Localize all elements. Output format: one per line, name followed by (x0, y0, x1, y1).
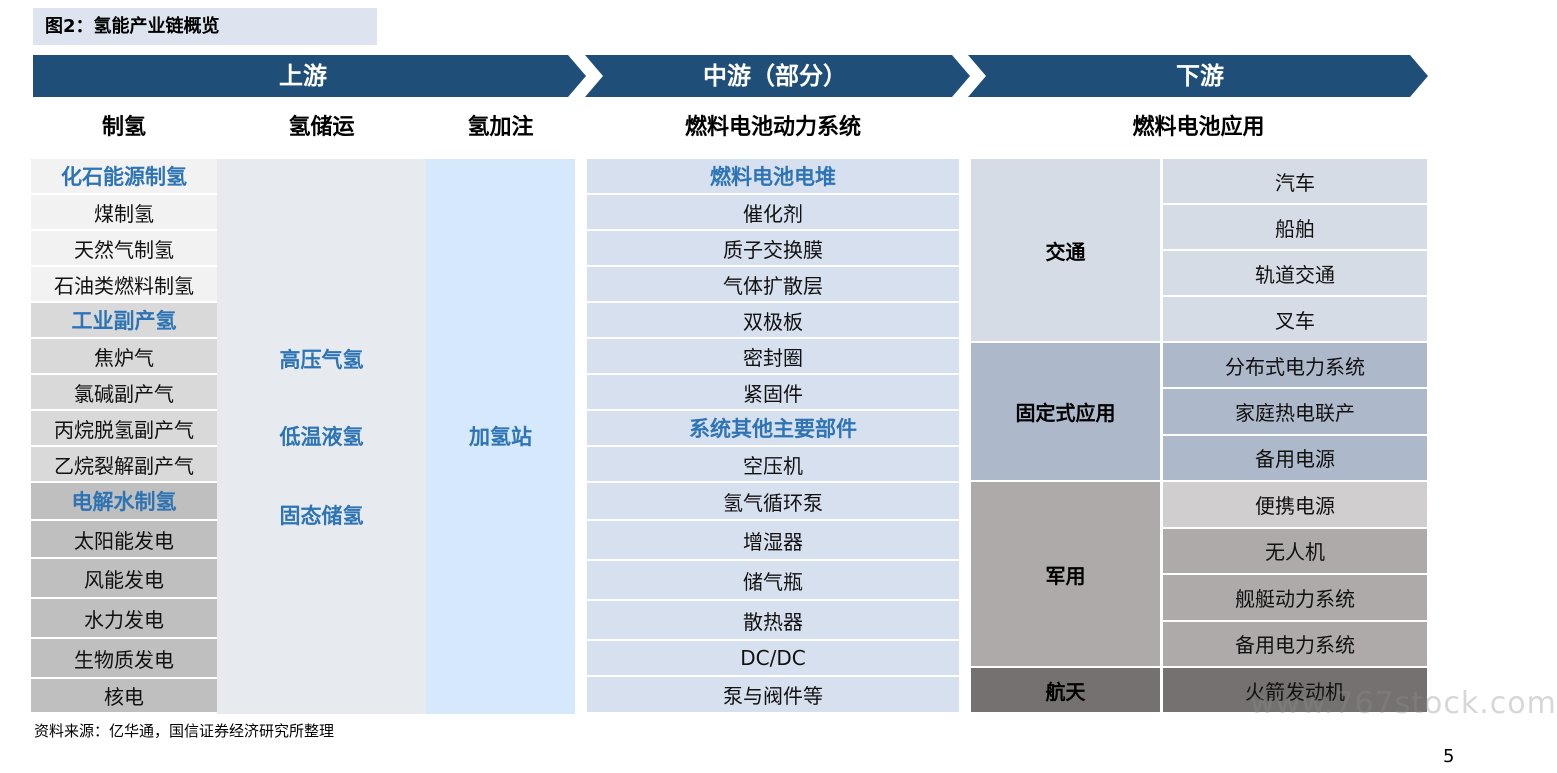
storage-item: 固态储氢 (279, 504, 364, 528)
application-category: 军用 (971, 482, 1160, 666)
storage-column: 高压气氢 低温液氢 固态储氢 (217, 159, 426, 714)
production-group: 化石能源制氢 (31, 159, 217, 193)
refueling-column: 加氢站 (426, 159, 575, 714)
chevron-bands (33, 55, 1428, 97)
fcs-item: 增湿器 (587, 521, 959, 559)
header-production: 制氢 (101, 115, 146, 140)
application-item: 分布式电力系统 (1163, 343, 1427, 388)
production-item: 水力发电 (31, 599, 217, 637)
fcs-item: 空压机 (587, 447, 959, 481)
fcs-item: 泵与阀件等 (587, 677, 959, 712)
production-item: 生物质发电 (31, 639, 217, 677)
fcs-item: 催化剂 (587, 195, 959, 229)
source-note: 资料来源：亿华通，国信证券经济研究所整理 (34, 722, 335, 740)
production-item: 氯碱副产气 (31, 375, 217, 409)
header-storage: 氢储运 (288, 115, 355, 140)
application-item: 火箭发动机 (1163, 668, 1427, 712)
fcs-item: 密封圈 (587, 339, 959, 373)
production-item: 煤制氢 (31, 195, 217, 229)
production-group: 工业副产氢 (31, 303, 217, 337)
production-item: 丙烷脱氢副产气 (31, 411, 217, 445)
midstream-label: 中游（部分） (703, 62, 847, 90)
application-item: 便携电源 (1163, 482, 1427, 527)
header-refueling: 氢加注 (467, 115, 534, 140)
upstream-band (33, 55, 586, 97)
application-item: 汽车 (1163, 159, 1427, 203)
fcs-item: 双极板 (587, 303, 959, 337)
storage-item: 低温液氢 (279, 425, 364, 449)
watermark: www.767stock.com (1250, 686, 1557, 721)
fuel-cell-system-column: 燃料电池电堆催化剂质子交换膜气体扩散层双极板密封圈紧固件系统其他主要部件空压机氢… (587, 159, 959, 714)
application-item: 备用电力系统 (1163, 621, 1427, 666)
midstream-band (585, 55, 970, 97)
fcs-item: 气体扩散层 (587, 267, 959, 301)
application-category: 固定式应用 (971, 343, 1160, 480)
production-item: 风能发电 (31, 559, 217, 597)
application-category: 航天 (971, 668, 1160, 712)
production-group: 电解水制氢 (31, 483, 217, 519)
application-item: 舰艇动力系统 (1163, 575, 1427, 620)
application-item: 备用电源 (1163, 435, 1427, 480)
fcs-item: 散热器 (587, 601, 959, 639)
applications-column: 交通汽车船舶轨道交通叉车固定式应用分布式电力系统家庭热电联产备用电源军用便携电源… (971, 159, 1427, 714)
production-item: 天然气制氢 (31, 231, 217, 265)
page-number: 5 (1443, 746, 1455, 767)
production-item: 太阳能发电 (31, 521, 217, 557)
application-item: 无人机 (1163, 528, 1427, 573)
fcs-item: 紧固件 (587, 375, 959, 409)
fcs-item: DC/DC (587, 641, 959, 675)
fcs-group: 燃料电池电堆 (587, 159, 959, 193)
application-item: 家庭热电联产 (1163, 389, 1427, 434)
header-fuel-cell-system: 燃料电池动力系统 (684, 115, 861, 140)
storage-item: 高压气氢 (279, 348, 364, 372)
downstream-label: 下游 (1176, 62, 1224, 90)
figure-title: 图2：氢能产业链概览 (33, 8, 377, 45)
production-column: 化石能源制氢煤制氢天然气制氢石油类燃料制氢工业副产氢焦炉气氯碱副产气丙烷脱氢副产… (31, 159, 217, 714)
production-item: 乙烷裂解副产气 (31, 447, 217, 481)
application-item: 船舶 (1163, 205, 1427, 249)
fcs-item: 氢气循环泵 (587, 483, 959, 519)
downstream-band (968, 55, 1428, 97)
fcs-item: 储气瓶 (587, 561, 959, 599)
refueling-item: 加氢站 (469, 425, 532, 449)
header-fuel-cell-app: 燃料电池应用 (1132, 115, 1265, 140)
fcs-group: 系统其他主要部件 (587, 411, 959, 445)
application-item: 叉车 (1163, 297, 1427, 341)
upstream-label: 上游 (279, 62, 327, 90)
production-item: 核电 (31, 679, 217, 712)
production-item: 石油类燃料制氢 (31, 267, 217, 301)
application-category: 交通 (971, 159, 1160, 341)
production-item: 焦炉气 (31, 339, 217, 373)
application-item: 轨道交通 (1163, 251, 1427, 295)
fcs-item: 质子交换膜 (587, 231, 959, 265)
